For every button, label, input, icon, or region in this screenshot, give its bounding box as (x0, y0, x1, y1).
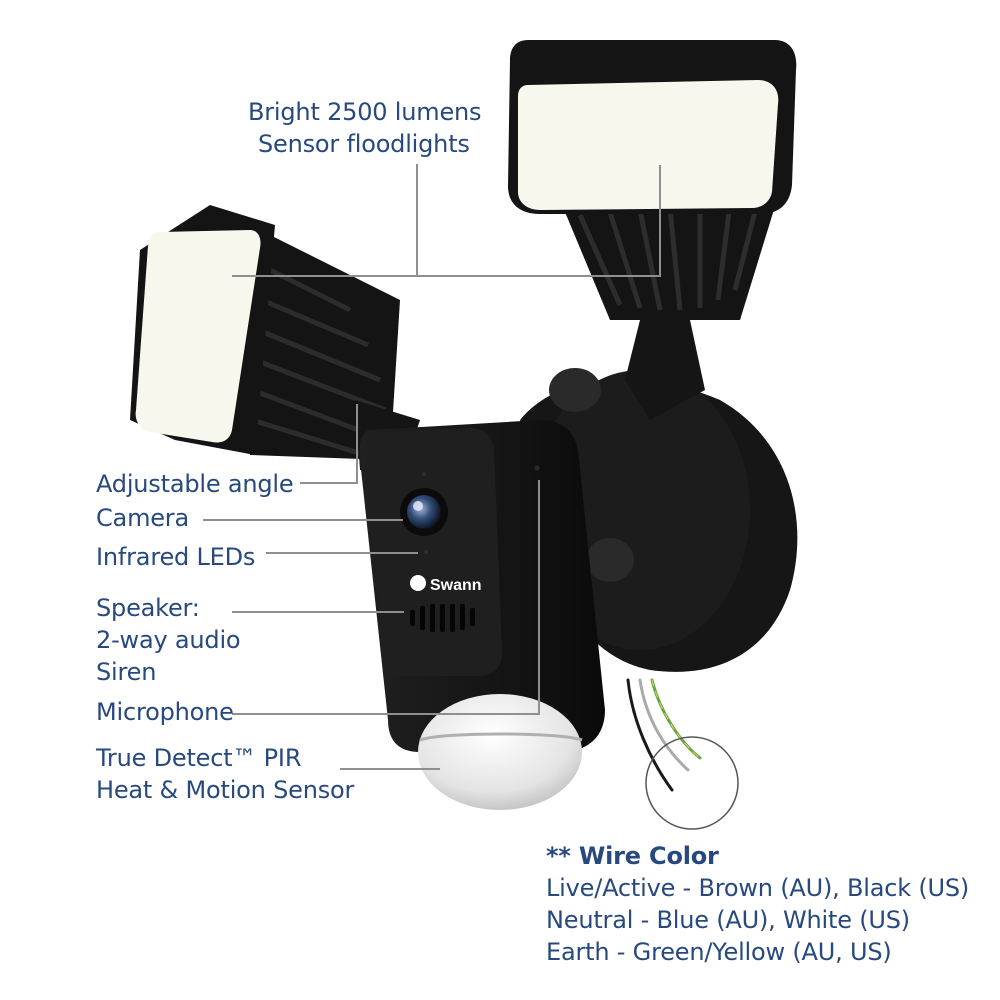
wire-color-legend: ** Wire Color Live/Active - Brown (AU), … (546, 840, 969, 968)
leader-speaker (232, 611, 404, 613)
wires (626, 678, 702, 792)
leader-floodlight-right (659, 165, 661, 277)
floodlights-label-line1: Bright 2500 lumens (248, 98, 482, 126)
camera-lens (407, 495, 441, 529)
wire-color-line: Live/Active - Brown (AU), Black (US) (546, 874, 970, 902)
left-floodlight (130, 205, 420, 480)
leader-camera (203, 519, 403, 521)
infrared-label: Infrared LEDs (96, 543, 256, 571)
wire-color-line: Neutral - Blue (AU), White (US) (546, 906, 910, 934)
speaker-label-line1: Speaker: (96, 594, 200, 622)
wire-color-title: ** Wire Color (546, 842, 719, 870)
wire-color-line: Earth - Green/Yellow (AU, US) (546, 938, 892, 966)
leader-pir (340, 768, 440, 770)
swann-logo-icon (410, 575, 426, 591)
leader-floodlight-vertical (416, 164, 418, 276)
speaker-label: Speaker: 2-way audio Siren (96, 592, 241, 688)
floodlights-label: Bright 2500 lumens Sensor floodlights (248, 96, 482, 160)
speaker-grille (410, 604, 475, 632)
pir-sensor-dome (418, 694, 582, 810)
leader-microphone (232, 713, 539, 715)
camera-body: Swann (359, 420, 605, 752)
leader-floodlight-horizontal (232, 275, 660, 277)
pir-label-line2: Heat & Motion Sensor (96, 776, 355, 804)
pir-label: True Detect™ PIR Heat & Motion Sensor (96, 742, 354, 806)
leader-microphone-vertical (538, 480, 540, 715)
microphone-label: Microphone (96, 698, 234, 726)
speaker-label-line3: Siren (96, 658, 157, 686)
leader-adjustable-vertical (356, 404, 358, 484)
floodlights-label-line2: Sensor floodlights (258, 130, 470, 158)
pir-label-line1: True Detect™ PIR (96, 744, 302, 772)
wire-detail-circle (645, 736, 739, 830)
leader-adjustable-horizontal (300, 482, 358, 484)
speaker-label-line2: 2-way audio (96, 626, 241, 654)
right-floodlight (508, 40, 797, 420)
leader-infrared (266, 552, 418, 554)
camera-label: Camera (96, 504, 189, 532)
adjustable-angle-label: Adjustable angle (96, 470, 294, 498)
brand-logo: Swann (430, 577, 482, 594)
